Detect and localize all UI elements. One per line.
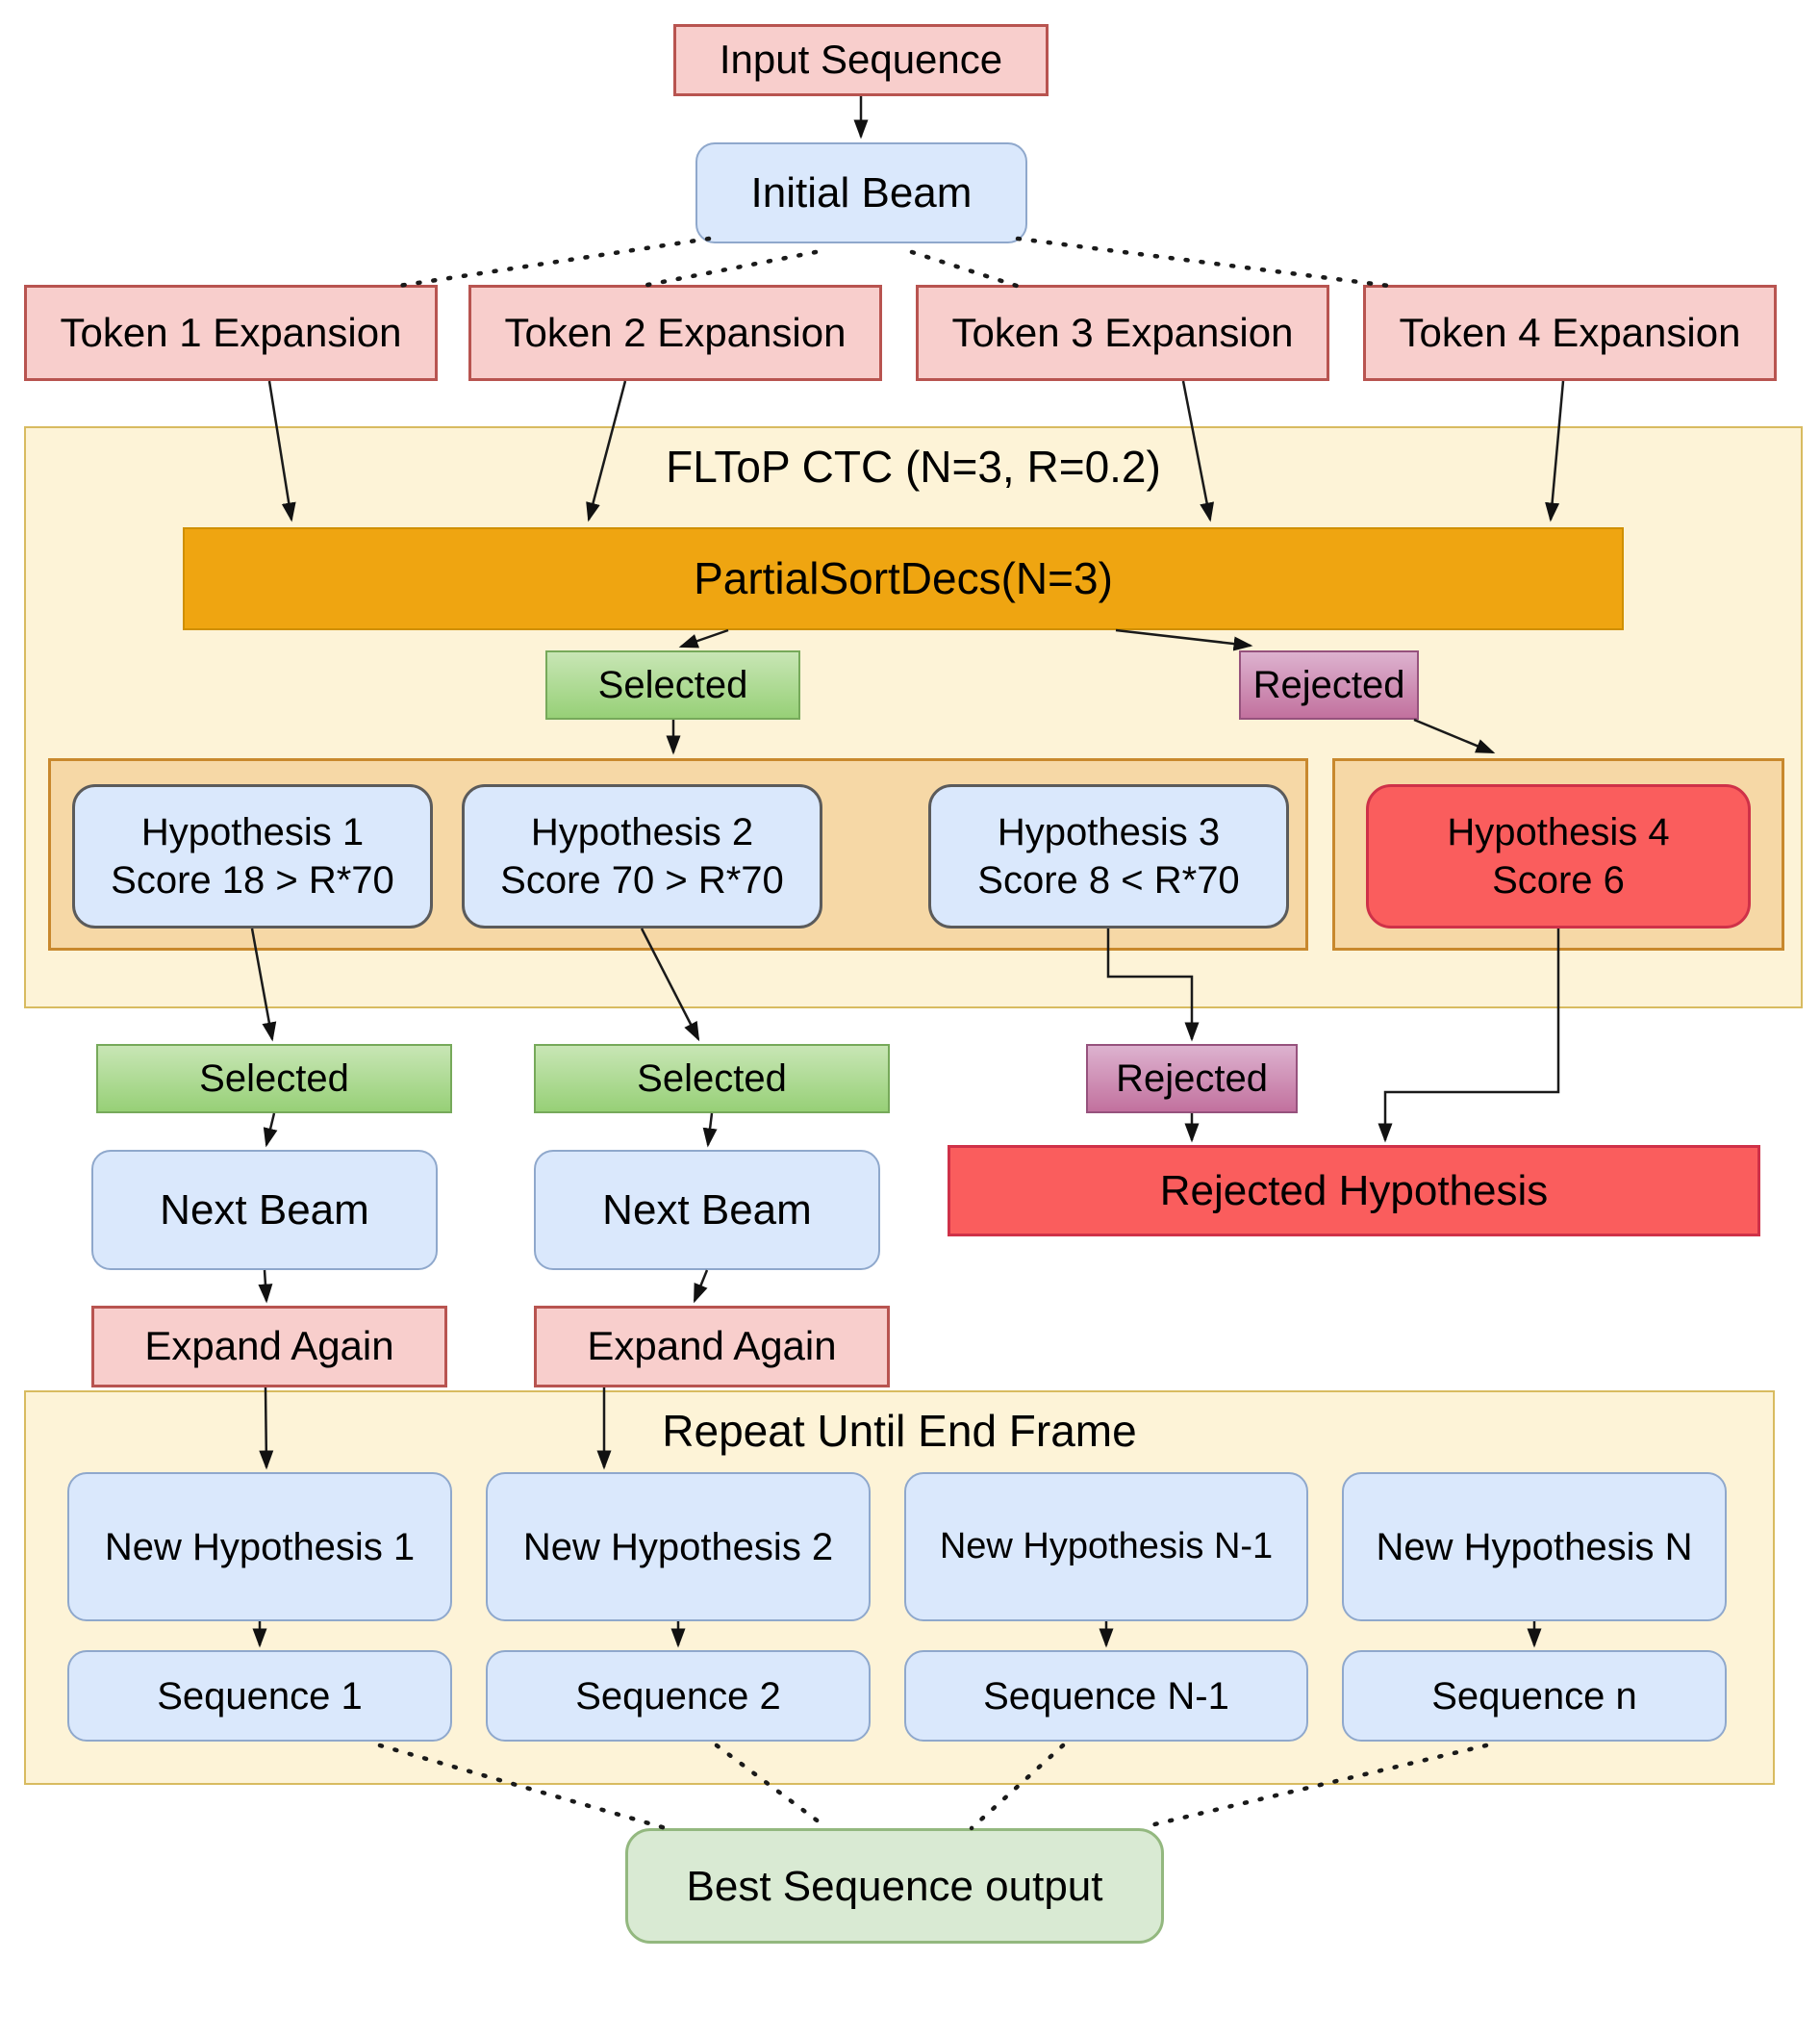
initial-beam-node: Initial Beam	[695, 142, 1027, 243]
fltop-ctc-title: FLToP CTC (N=3, R=0.2)	[666, 442, 1161, 492]
expand-again-2-node: Expand Again	[534, 1306, 890, 1387]
token-1-expansion-node: Token 1 Expansion	[24, 285, 438, 381]
sequence-n-1-node: Sequence N-1	[904, 1650, 1308, 1742]
hypothesis-1-node: Hypothesis 1 Score 18 > R*70	[72, 784, 433, 929]
new-hypothesis-2-node: New Hypothesis 2	[486, 1472, 871, 1621]
hypothesis-2-node: Hypothesis 2 Score 70 > R*70	[462, 784, 822, 929]
new-hypothesis-n-node: New Hypothesis N	[1342, 1472, 1727, 1621]
sequence-2-node: Sequence 2	[486, 1650, 871, 1742]
hypothesis-1-score: Score 18 > R*70	[111, 859, 394, 902]
selected-badge-3: Selected	[534, 1044, 890, 1113]
rejected-badge-2: Rejected	[1086, 1044, 1298, 1113]
partial-sort-decs-bar: PartialSortDecs(N=3)	[183, 527, 1624, 630]
next-beam-2-node: Next Beam	[534, 1150, 880, 1270]
hypothesis-4-score: Score 6	[1492, 859, 1625, 902]
best-sequence-output-node: Best Sequence output	[625, 1828, 1164, 1944]
next-beam-1-node: Next Beam	[91, 1150, 438, 1270]
hypothesis-4-title: Hypothesis 4	[1447, 811, 1670, 853]
hypothesis-3-title: Hypothesis 3	[997, 811, 1221, 853]
new-hypothesis-1-node: New Hypothesis 1	[67, 1472, 452, 1621]
token-4-expansion-node: Token 4 Expansion	[1363, 285, 1777, 381]
input-sequence-node: Input Sequence	[673, 24, 1049, 96]
sequence-n-node: Sequence n	[1342, 1650, 1727, 1742]
hypothesis-2-score: Score 70 > R*70	[500, 859, 784, 902]
hypothesis-4-node: Hypothesis 4 Score 6	[1366, 784, 1751, 929]
selected-badge-2: Selected	[96, 1044, 452, 1113]
rejected-badge-1: Rejected	[1239, 650, 1419, 720]
hypothesis-3-node: Hypothesis 3 Score 8 < R*70	[928, 784, 1289, 929]
hypothesis-3-score: Score 8 < R*70	[977, 859, 1240, 902]
selected-badge-1: Selected	[545, 650, 800, 720]
new-hypothesis-n-1-node: New Hypothesis N-1	[904, 1472, 1308, 1621]
rejected-hypothesis-bar: Rejected Hypothesis	[948, 1145, 1760, 1236]
sequence-1-node: Sequence 1	[67, 1650, 452, 1742]
token-2-expansion-node: Token 2 Expansion	[468, 285, 882, 381]
repeat-until-end-frame-title: Repeat Until End Frame	[662, 1406, 1137, 1456]
token-3-expansion-node: Token 3 Expansion	[916, 285, 1329, 381]
hypothesis-2-title: Hypothesis 2	[530, 811, 754, 853]
hypothesis-1-title: Hypothesis 1	[140, 811, 365, 853]
expand-again-1-node: Expand Again	[91, 1306, 447, 1387]
